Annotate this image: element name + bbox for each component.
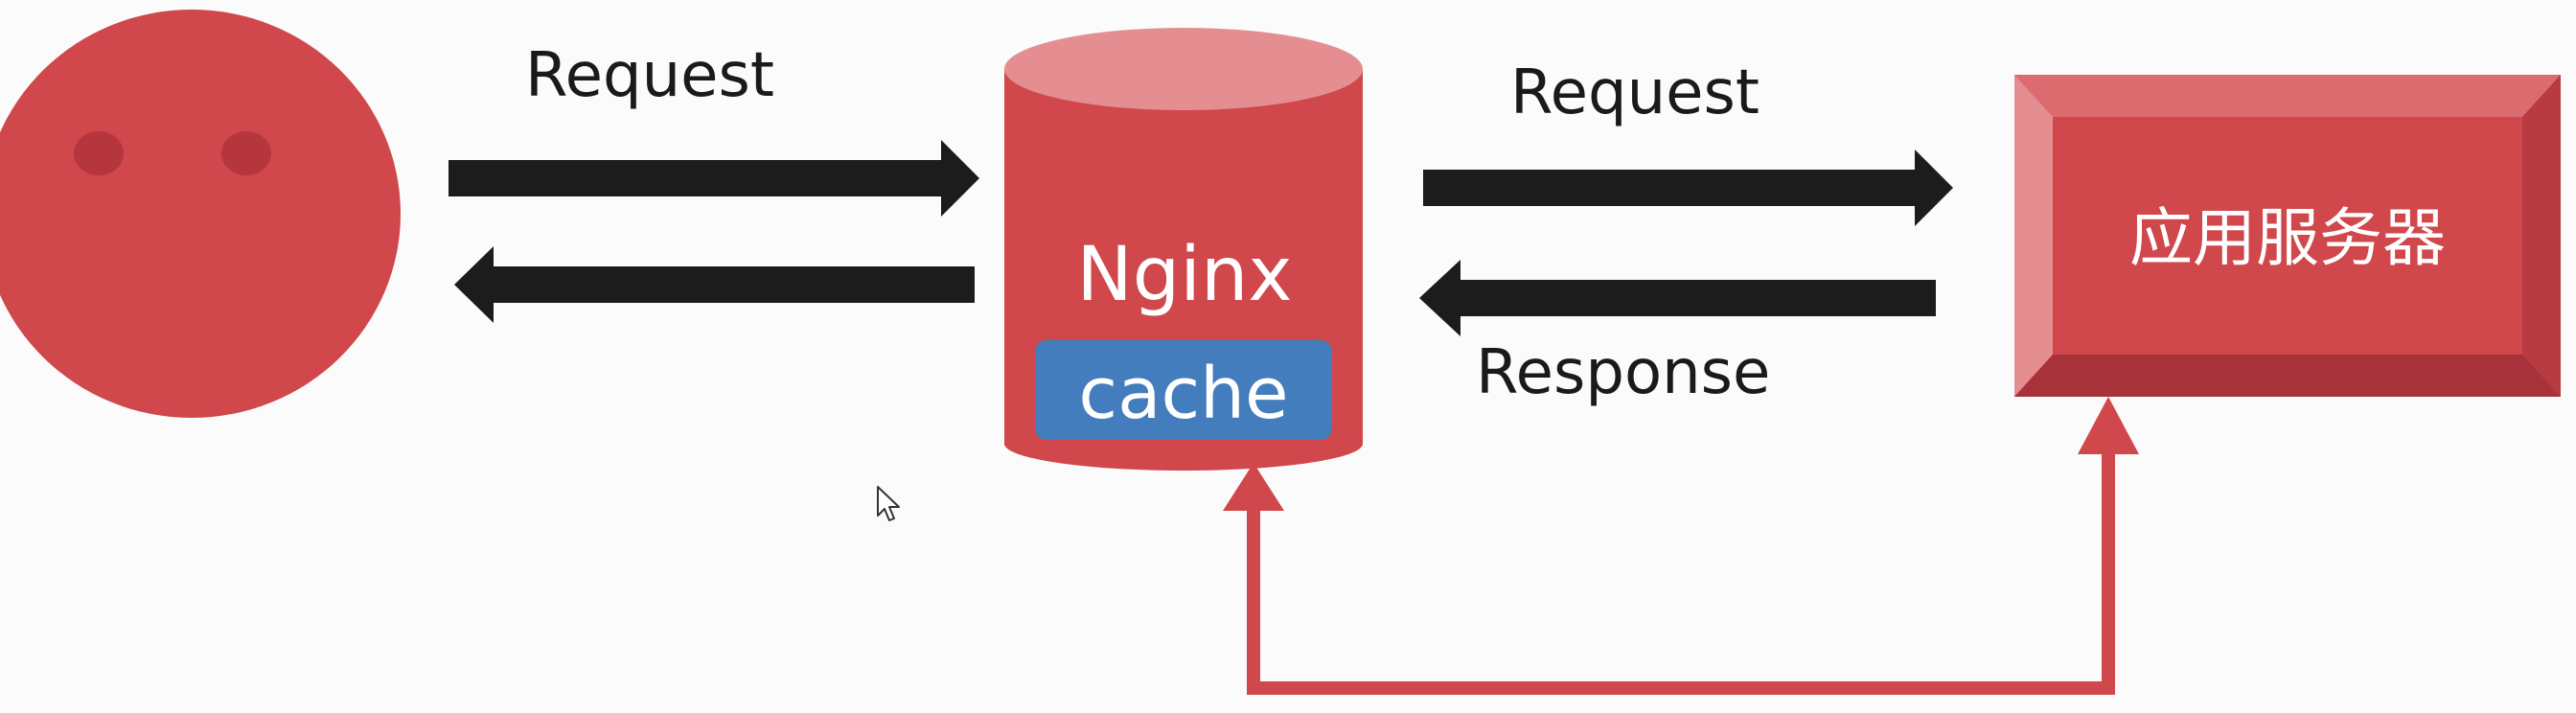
nginx-cylinder-top <box>1004 28 1363 110</box>
app-server-label: 应用服务器 <box>2129 201 2446 275</box>
nginx-label: Nginx <box>1076 232 1292 318</box>
cache-label: cache <box>1078 353 1288 435</box>
loop-arrowhead-server <box>2078 397 2139 454</box>
client-to-nginx-arrow <box>448 140 979 217</box>
client-head <box>0 10 401 418</box>
cache-box <box>1035 340 1332 440</box>
server-to-nginx-arrow <box>1419 260 1936 336</box>
loop-arrowhead-nginx <box>1223 463 1284 511</box>
client-right-eye <box>221 131 271 175</box>
nginx-to-client-arrow <box>454 246 975 323</box>
request-right-label: Request <box>1510 58 1760 128</box>
mouse-pointer-icon <box>877 486 900 521</box>
client-left-eye <box>74 131 124 175</box>
app-server-box <box>2014 75 2561 397</box>
loop-line <box>1247 448 2115 695</box>
server-nginx-loop <box>1223 397 2139 695</box>
nginx-to-server-arrow <box>1423 150 1953 226</box>
request-left-label: Request <box>525 40 774 111</box>
response-label: Response <box>1476 337 1770 408</box>
client-face <box>0 10 401 418</box>
